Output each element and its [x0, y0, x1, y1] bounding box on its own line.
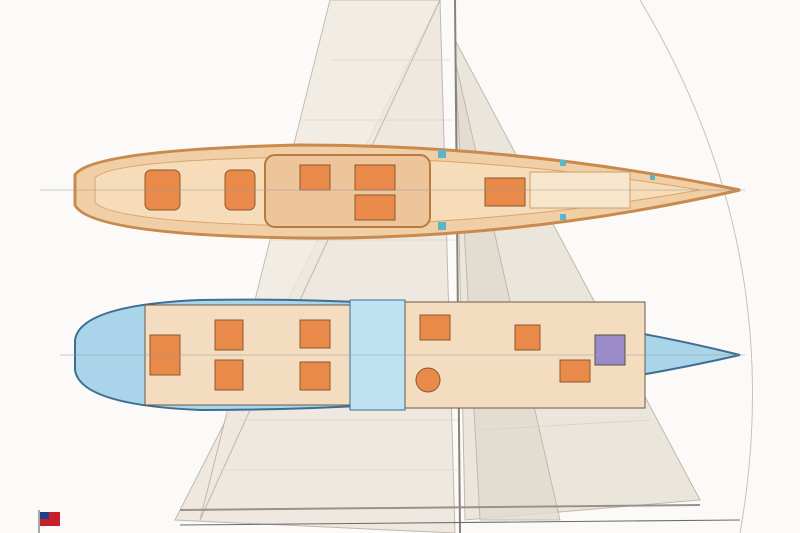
forestay [639, 0, 753, 533]
deckhouse [264, 154, 431, 228]
boom [179, 504, 701, 511]
red-ensign-flag [38, 510, 60, 533]
lower-deck-plan [60, 298, 745, 412]
upper-deck-plan [40, 143, 745, 240]
dining-table [415, 367, 441, 393]
mast [454, 0, 461, 533]
sails [174, 0, 753, 533]
sail-seams [220, 59, 651, 471]
hull-profile [179, 519, 741, 526]
